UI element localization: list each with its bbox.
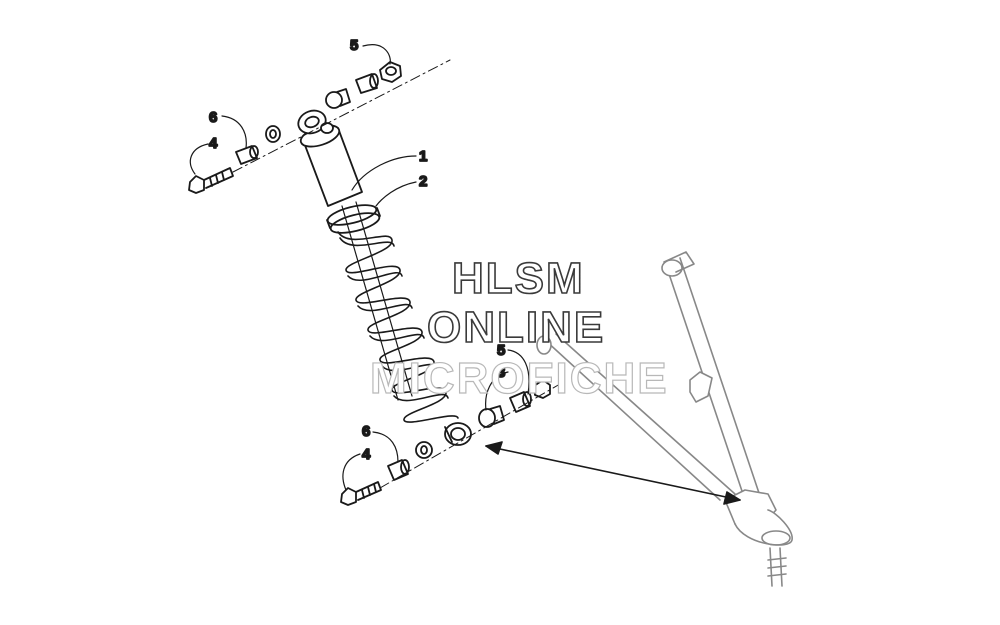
upper-lock-nut [379,61,402,83]
shock-absorber-body [297,109,363,207]
upper-sleeve-right [355,73,379,94]
callout-lock-nut-upper: 5 [350,37,358,54]
upper-sleeve [235,145,259,165]
leader-lines [189,44,530,491]
callout-sleeve-lower: 6 [362,423,370,440]
callout-spring: 2 [419,173,427,190]
callout-shock-absorber: 1 [419,148,427,165]
shock-shaft [341,201,413,401]
upper-washer [265,125,281,143]
spring-collar [326,204,381,234]
upper-bushing-right [325,88,351,109]
reference-arrow [485,441,741,505]
lower-sleeve-right [509,391,532,413]
lower-bolt [340,481,382,506]
coil-spring [337,231,459,423]
a-arm [536,251,793,587]
callout-bolt-lower: 4 [362,446,371,463]
upper-bolt [188,167,234,194]
lower-centerline [379,383,561,489]
lower-washer [415,441,433,459]
watermark-line-1: HLSM [451,253,585,304]
callout-sleeve-upper: 6 [209,109,217,126]
lower-eyelet [444,422,472,446]
callout-lock-nut-lower: 5 [497,342,505,359]
upper-centerline [232,59,451,173]
lower-bushing-right [478,405,505,428]
callout-bushing-lower: 3 [497,364,505,381]
watermark-line-3: MICROFICHE [369,353,669,403]
callout-bolt-upper: 4 [209,135,218,152]
watermark-line-2: ONLINE [426,302,606,353]
lower-lock-nut [533,379,551,399]
